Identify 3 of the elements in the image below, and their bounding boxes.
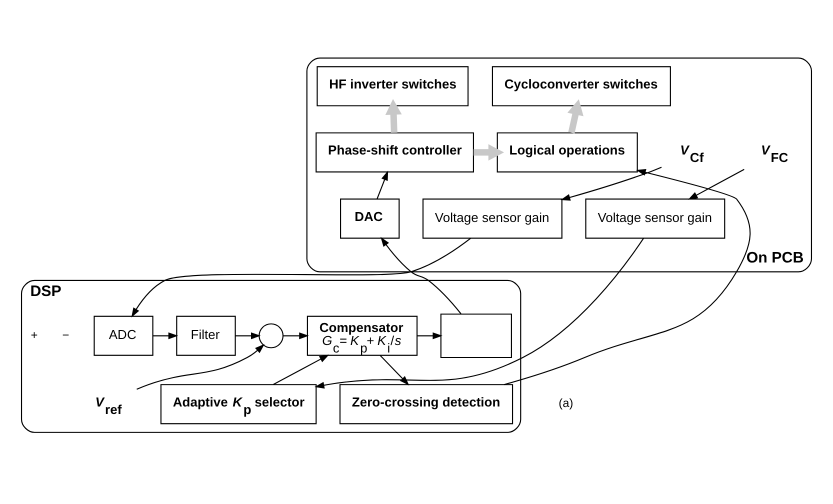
label: − <box>62 327 70 342</box>
label: + <box>30 327 38 342</box>
label: (a) <box>558 396 574 410</box>
